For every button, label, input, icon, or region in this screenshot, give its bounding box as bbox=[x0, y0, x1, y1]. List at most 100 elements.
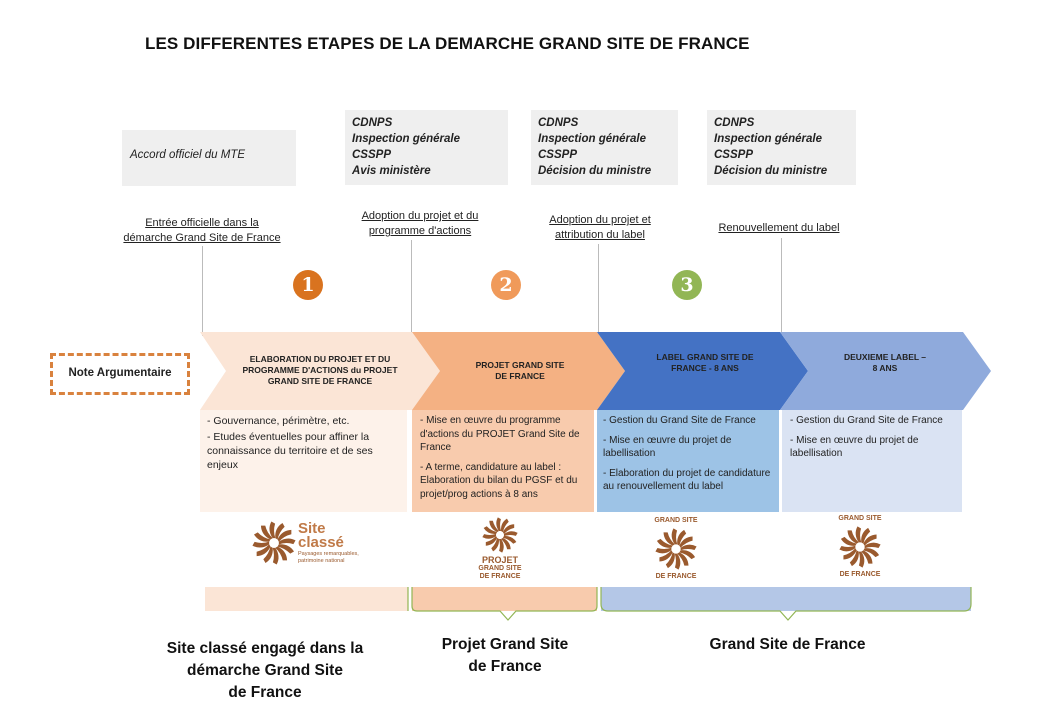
logo-subtext: patrimoine national bbox=[298, 558, 345, 564]
projet-grand-site-logo: PROJET GRAND SITE DE FRANCE bbox=[470, 517, 530, 585]
bottom-label-site-classe: Site classé engagé dans la démarche Gran… bbox=[150, 638, 380, 704]
phase-arrow-4 bbox=[780, 332, 991, 410]
phase-label-3: LABEL GRAND SITE DE FRANCE - 8 ANS bbox=[640, 352, 770, 374]
logo-text: DE FRANCE bbox=[655, 573, 697, 580]
sunburst-ray bbox=[500, 518, 509, 533]
authority-line: Inspection générale bbox=[714, 133, 823, 145]
logo-text: Site bbox=[298, 520, 326, 537]
description-phase-4: - Gestion du Grand Site de France - Mise… bbox=[782, 410, 962, 512]
sunburst-ray bbox=[485, 536, 498, 546]
milestone-renewal: Renouvellement du label bbox=[704, 221, 854, 236]
sunburst-ray bbox=[663, 532, 675, 546]
authority-line: Décision du ministre bbox=[714, 165, 828, 177]
description-phase-3: - Gestion du Grand Site de France - Mise… bbox=[597, 410, 779, 512]
mte-agreement-box: Accord officiel du MTE bbox=[122, 130, 296, 186]
sunburst-ray bbox=[275, 546, 288, 561]
sunburst-ray bbox=[491, 537, 500, 552]
grand-site-logo-1: GRAND SITE DE FRANCE bbox=[646, 517, 706, 585]
sunburst-ray bbox=[496, 517, 502, 532]
sunburst-icon bbox=[252, 521, 296, 565]
sunburst-ray bbox=[489, 520, 499, 533]
sunburst-ray bbox=[277, 529, 292, 542]
authority-line: Décision du ministre bbox=[538, 165, 652, 177]
sunburst-ray bbox=[502, 535, 517, 544]
site-classe-logo: Site classé Paysages remarquables, patri… bbox=[252, 520, 372, 570]
band-segment-2 bbox=[412, 587, 597, 611]
milestone-line: Renouvellement du label bbox=[718, 222, 840, 234]
connector-line bbox=[411, 240, 412, 336]
sunburst-icon bbox=[482, 517, 518, 553]
phase-arrow-2 bbox=[412, 332, 625, 410]
bottom-label-grand-site: Grand Site de France bbox=[680, 634, 895, 656]
sunburst-ray bbox=[260, 525, 273, 540]
description-item: - Etudes éventuelles pour affiner la con… bbox=[207, 431, 373, 471]
logo-text: GRAND SITE bbox=[478, 565, 522, 572]
authority-line: Avis ministère bbox=[352, 165, 431, 177]
authority-line: Inspection générale bbox=[538, 133, 647, 145]
phase-label-line: FRANCE - 8 ANS bbox=[671, 363, 739, 373]
sunburst-ray bbox=[849, 550, 859, 567]
phase-label-1: ELABORATION DU PROJET ET DU PROGRAMME D'… bbox=[235, 354, 405, 387]
sunburst-icon bbox=[655, 528, 697, 570]
sunburst-ray bbox=[275, 523, 285, 540]
sunburst-ray bbox=[252, 541, 270, 548]
phase-label-line: DE FRANCE bbox=[495, 371, 545, 381]
authority-line: CDNPS bbox=[714, 117, 755, 129]
description-item: - Gouvernance, périmètre, etc. bbox=[207, 415, 350, 427]
bottom-label-line: de France bbox=[468, 658, 542, 675]
milestone-line: programme d'actions bbox=[368, 225, 472, 237]
sunburst-ray bbox=[254, 532, 271, 542]
milestone-line: Adoption du projet et bbox=[549, 214, 651, 226]
description-phase-1: - Gouvernance, périmètre, etc. - Etudes … bbox=[200, 410, 407, 512]
page-title: LES DIFFERENTES ETAPES DE LA DEMARCHE GR… bbox=[145, 34, 750, 53]
sunburst-ray bbox=[659, 550, 673, 562]
logo-text: GRAND SITE bbox=[654, 517, 698, 524]
phase-arrow-3 bbox=[597, 332, 808, 410]
sunburst-ray bbox=[861, 550, 873, 564]
phase-label-line: LABEL GRAND SITE DE bbox=[656, 352, 754, 362]
logo-text: classé bbox=[298, 534, 344, 551]
mte-agreement-text: Accord officiel du MTE bbox=[130, 149, 246, 161]
authority-line: CSSPP bbox=[352, 149, 391, 161]
bottom-label-line: de France bbox=[228, 684, 302, 701]
sunburst-ray bbox=[861, 527, 871, 544]
description-item: - Gestion du Grand Site de France bbox=[790, 415, 943, 426]
sunburst-ray bbox=[671, 528, 678, 545]
logo-text: DE FRANCE bbox=[839, 571, 881, 578]
sunburst-icon bbox=[839, 526, 881, 568]
sunburst-ray bbox=[863, 548, 880, 558]
bracket-3 bbox=[600, 587, 972, 621]
sunburst-ray bbox=[482, 533, 497, 539]
sunburst-ray bbox=[655, 547, 672, 554]
sunburst-ray bbox=[272, 547, 279, 565]
sunburst-ray bbox=[843, 548, 857, 560]
milestone-label-award: Adoption du projet et attribution du lab… bbox=[525, 213, 675, 243]
phase-label-line: 8 ANS bbox=[872, 363, 898, 373]
milestone-line: Adoption du projet et du bbox=[361, 210, 479, 222]
sunburst-ray bbox=[263, 546, 273, 563]
authority-line: CSSPP bbox=[714, 149, 753, 161]
logo-text: PROJET bbox=[481, 555, 518, 565]
connector-line bbox=[598, 244, 599, 336]
sunburst-ray bbox=[680, 544, 697, 551]
description-item: - A terme, candidature au label : Elabor… bbox=[420, 461, 578, 500]
sunburst-ray bbox=[277, 544, 294, 554]
sunburst-ray bbox=[855, 526, 862, 543]
description-item: - Mise en œuvre du projet de labellisati… bbox=[603, 434, 732, 460]
bottom-label-line: démarche Grand Site bbox=[187, 662, 343, 679]
phase-label-4: DEUXIEME LABEL – 8 ANS bbox=[820, 352, 950, 374]
sunburst-ray bbox=[677, 552, 689, 566]
logo-subtext: Paysages remarquables, bbox=[298, 551, 359, 557]
band-segment-3 bbox=[601, 587, 971, 611]
step-number-2: 2 bbox=[491, 270, 521, 300]
sunburst-ray bbox=[677, 529, 687, 546]
description-item: - Mise en œuvre du projet de labellisati… bbox=[790, 434, 919, 460]
sunburst-ray bbox=[858, 551, 865, 568]
authority-line: Inspection générale bbox=[352, 133, 461, 145]
sunburst-ray bbox=[656, 538, 673, 548]
description-item: - Mise en œuvre du programme d'actions d… bbox=[420, 415, 580, 453]
sunburst-ray bbox=[256, 544, 271, 557]
sunburst-ray bbox=[503, 531, 518, 537]
sunburst-ray bbox=[679, 550, 696, 560]
